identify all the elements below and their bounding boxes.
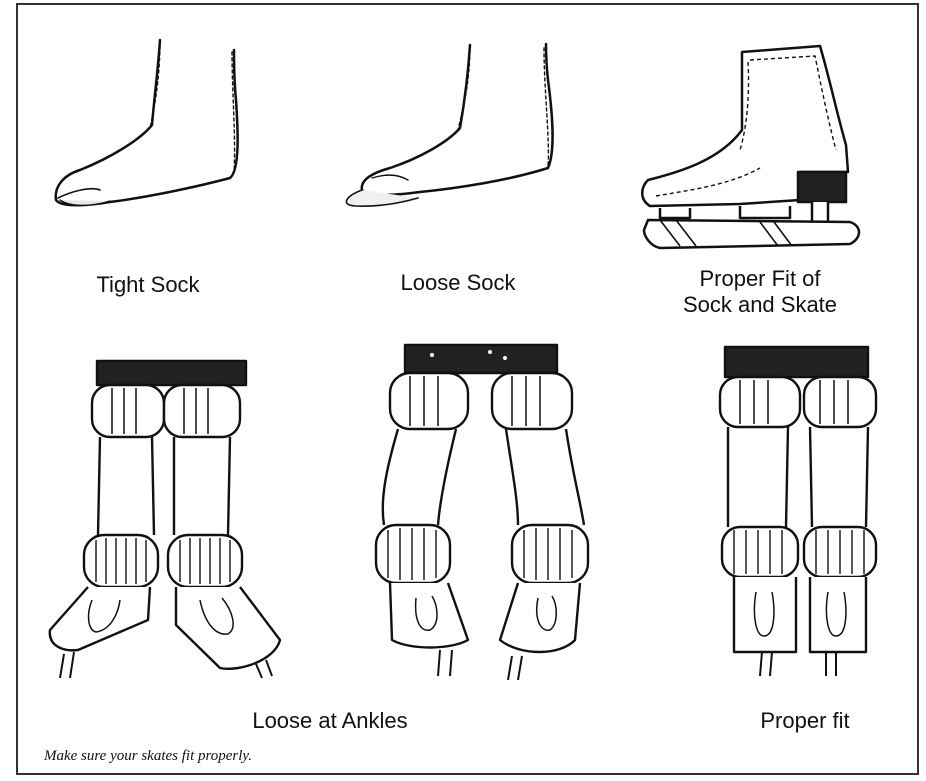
skate-heel: [798, 172, 846, 202]
figure-caption: Make sure your skates fit properly.: [44, 748, 252, 765]
loose-ankles-legs-pair-center: [376, 345, 588, 680]
label-proper-fit: Proper fit: [740, 708, 870, 734]
label-proper-fit-sock-skate-line2: Sock and Skate: [660, 292, 860, 318]
label-tight-sock: Tight Sock: [78, 272, 218, 298]
loose-sock-foot-illustration: [346, 44, 552, 206]
proper-fit-skate-illustration: [642, 46, 859, 248]
label-loose-at-ankles: Loose at Ankles: [225, 708, 435, 734]
tight-sock-foot-illustration: [56, 40, 238, 205]
label-proper-fit-sock-skate-line1: Proper Fit of: [660, 266, 860, 292]
proper-fit-legs-pair: [720, 347, 876, 676]
label-loose-sock: Loose Sock: [378, 270, 538, 296]
loose-ankles-legs-pair-left: [50, 361, 280, 678]
